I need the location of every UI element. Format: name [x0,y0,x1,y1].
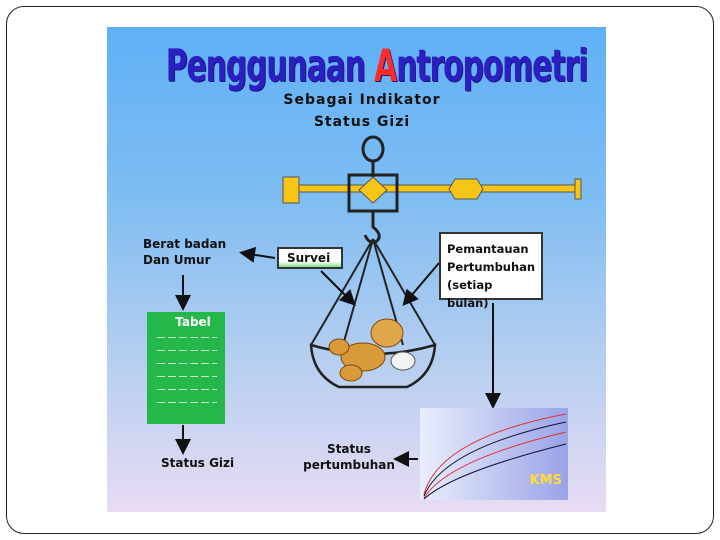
kms-label: KMS [530,473,562,488]
tabel-row [157,346,217,355]
label-berat-badan-line2: Dan Umur [143,252,226,268]
label-berat-badan: Berat badan Dan Umur [143,236,226,268]
tabel-row [157,333,217,342]
pemantauan-line1: Pemantauan [447,240,535,258]
label-status-line2: pertumbuhan [301,457,397,473]
survei-label: Survei [287,251,330,265]
tabel-title: Tabel [147,315,225,329]
arrow-pemantauan-to-scale [405,263,439,303]
tabel-row [157,385,217,394]
ring-icon [363,137,383,161]
scale-beam [283,177,581,203]
diagram-panel: Penggunaan Antropometri Sebagai Indikato… [107,27,606,512]
tabel-rows [147,333,225,407]
pemantauan-box: Pemantauan Pertumbuhan (setiap bulan) [439,232,543,300]
baby-illustration [329,319,415,381]
tabel-box: Tabel [147,312,225,424]
label-berat-badan-line1: Berat badan [143,236,226,252]
tabel-row [157,372,217,381]
tabel-row [157,359,217,368]
label-status-gizi: Status Gizi [161,455,234,471]
survei-box: Survei [277,247,343,269]
arrow-survei-to-scale [321,271,353,303]
tabel-row [157,398,217,407]
pemantauan-line2: Pertumbuhan [447,258,535,276]
pemantauan-line3: (setiap bulan) [447,276,535,312]
arrow-survei-to-berat [243,253,275,258]
label-status-line1: Status [301,441,397,457]
label-status-pertumbuhan: Status pertumbuhan [301,441,397,473]
hook-icon [365,211,379,242]
kms-chart: KMS [420,408,568,500]
diamond-icon [359,177,387,203]
